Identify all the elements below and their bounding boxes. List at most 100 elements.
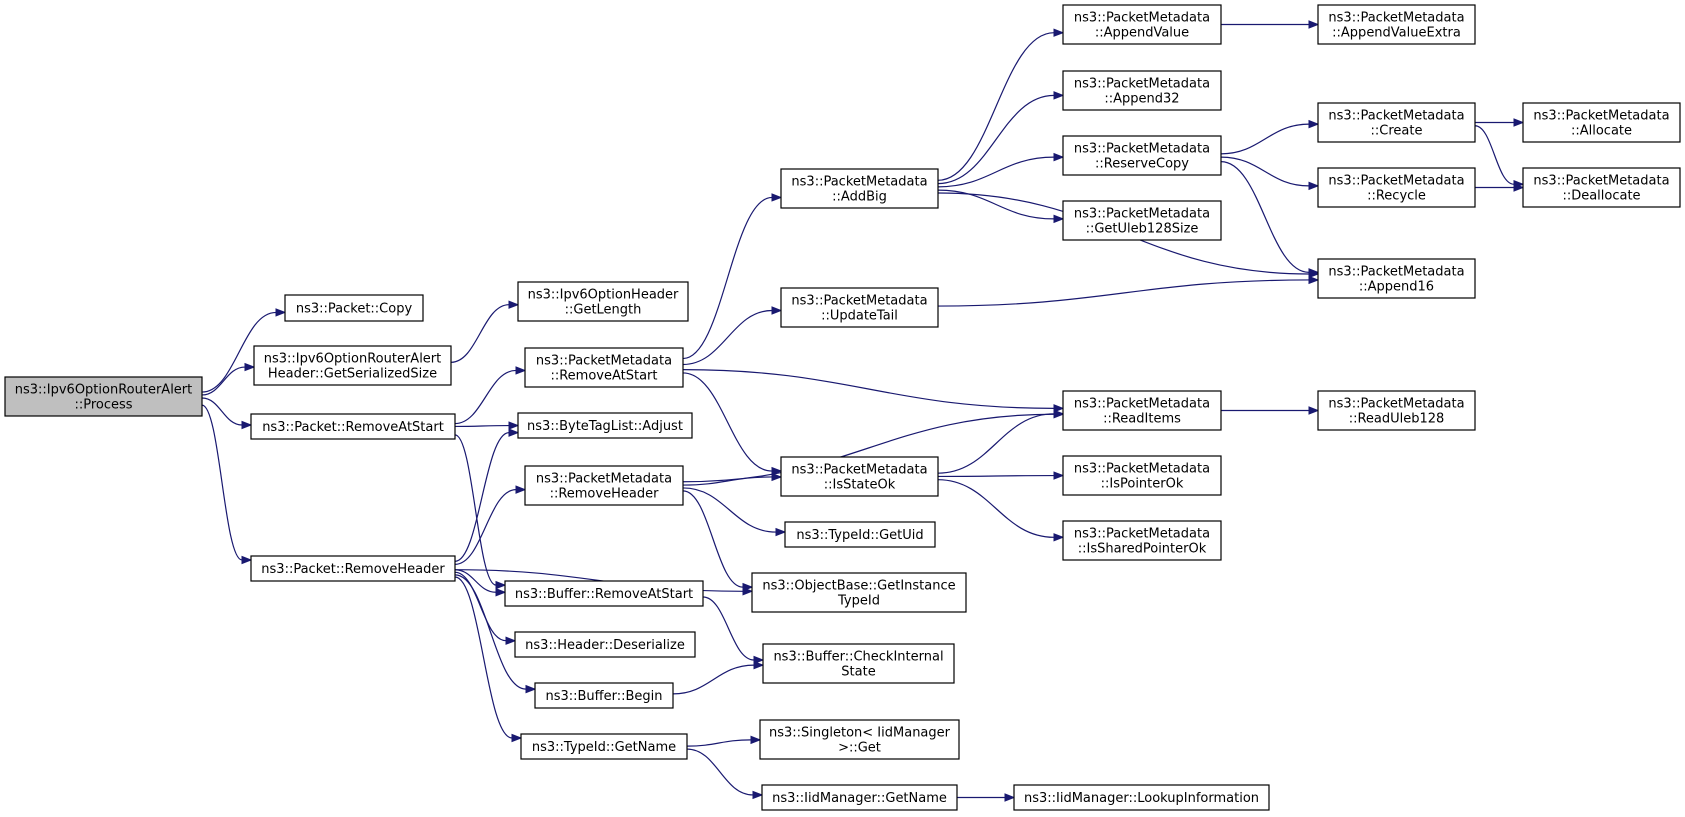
edge-line [937,189,1055,220]
node-process[interactable]: ns3::Ipv6OptionRouterAlert::Process [4,376,203,417]
node-box [1062,200,1222,241]
node-label: ::UpdateTail [821,309,898,324]
edge-arrowhead [753,660,765,670]
node-label: TypeId [837,594,880,609]
node-pm-appendvalueextra[interactable]: ns3::PacketMetadata::AppendValueExtra [1317,4,1476,45]
edge-pkt-removeheader-to-buf-removeatstart [454,569,507,597]
node-hdr-deserialize[interactable]: ns3::Header::Deserialize [514,631,696,658]
edge-arrowhead [1053,533,1065,542]
node-label: ns3::IidManager::GetName [772,791,947,806]
edge-line [682,372,773,472]
node-pm-removeatstart[interactable]: ns3::PacketMetadata::RemoveAtStart [524,347,684,388]
node-pm-deallocate[interactable]: ns3::PacketMetadata::Deallocate [1522,167,1681,208]
edge-pm-addbig-to-pm-getuleb128size [937,189,1065,224]
edge-arrowhead [752,790,764,800]
node-label: ns3::PacketMetadata [1074,77,1210,92]
node-buf-begin[interactable]: ns3::Buffer::Begin [534,682,674,709]
node-pm-getuleb128size[interactable]: ns3::PacketMetadata::GetUleb128Size [1062,200,1222,241]
node-pm-reservecopy[interactable]: ns3::PacketMetadata::ReserveCopy [1062,135,1222,176]
edge-arrowhead [1004,793,1016,802]
edge-arrowhead [511,733,523,743]
node-buf-removeatstart[interactable]: ns3::Buffer::RemoveAtStart [504,580,704,607]
node-pkt-removeheader[interactable]: ns3::Packet::RemoveHeader [250,555,456,582]
node-box [780,168,939,209]
edge-line [672,664,755,695]
edge-arrowhead [244,362,256,372]
node-pm-updatetail[interactable]: ns3::PacketMetadata::UpdateTail [780,287,939,328]
edge-arrowhead [508,428,520,437]
node-pm-appendvalue[interactable]: ns3::PacketMetadata::AppendValue [1062,4,1222,45]
node-label: ns3::Singleton< IidManager [769,726,951,741]
edge-line [702,596,755,661]
node-pkt-copy[interactable]: ns3::Packet::Copy [284,294,424,322]
node-opt-getlength[interactable]: ns3::Ipv6OptionHeader::GetLength [517,281,689,322]
edge-line [201,404,243,561]
node-singleton-get[interactable]: ns3::Singleton< IidManager>::Get [759,719,960,760]
edge-pm-removeatstart-to-pm-updatetail [682,306,783,366]
edge-pm-recycle-to-pm-deallocate [1475,183,1525,192]
node-label: ::AddBig [832,190,887,205]
edge-pm-updatetail-to-pm-append16 [937,275,1320,307]
edge-pm-addbig-to-pm-appendvalue [937,28,1065,181]
node-label: ns3::PacketMetadata [1074,397,1210,412]
node-pkt-removeatstart[interactable]: ns3::Packet::RemoveAtStart [250,413,456,440]
node-box [1317,167,1476,208]
node-label: ns3::PacketMetadata [1074,207,1210,222]
edge-pm-isstateok-to-pm-ispointerok [937,471,1065,480]
node-label: ::IsSharedPointerOk [1078,542,1207,557]
node-pm-create[interactable]: ns3::PacketMetadata::Create [1317,102,1476,143]
node-label: ns3::Ipv6OptionHeader [528,288,679,303]
node-pm-append16[interactable]: ns3::PacketMetadata::Append16 [1317,258,1476,299]
edge-line [454,574,527,690]
edge-pkt-removeatstart-to-buf-removeatstart [454,434,507,590]
node-label: ns3::PacketMetadata [1328,11,1464,26]
node-tid-getname[interactable]: ns3::TypeId::GetName [520,733,688,760]
edge-iid-getname-to-iid-lookupinformation [957,793,1016,802]
edge-tid-getname-to-iid-getname [686,748,764,800]
node-pm-recycle[interactable]: ns3::PacketMetadata::Recycle [1317,167,1476,208]
node-label: ::Append16 [1359,280,1434,295]
node-pm-issharedpointerok[interactable]: ns3::PacketMetadata::IsSharedPointerOk [1062,520,1222,561]
edge-arrowhead [1308,406,1320,415]
node-btl-adjust[interactable]: ns3::ByteTagList::Adjust [517,412,693,439]
node-label: ns3::PacketMetadata [536,472,672,487]
node-label: >::Get [838,741,881,756]
node-pm-ispointerok[interactable]: ns3::PacketMetadata::IsPointerOk [1062,455,1222,496]
edge-arrowhead [1053,471,1065,480]
edge-pkt-removeheader-to-pm-removeheader [454,485,527,565]
node-pm-isstateok[interactable]: ns3::PacketMetadata::IsStateOk [780,456,939,497]
edge-pm-isstateok-to-pm-issharedpointerok [937,479,1065,542]
edge-arrowhead [771,466,783,476]
node-pm-addbig[interactable]: ns3::PacketMetadata::AddBig [780,168,939,209]
edge-buf-removeatstart-to-buf-checkinternalstate [702,596,765,665]
edge-pm-addbig-to-pm-append32 [937,91,1065,185]
edge-arrowhead [775,527,787,537]
edge-line [937,156,1055,188]
node-label: ns3::PacketMetadata [1328,109,1464,124]
node-box [1522,167,1681,208]
node-pm-allocate[interactable]: ns3::PacketMetadata::Allocate [1522,102,1681,143]
edge-arrowhead [1308,275,1320,285]
edge-pm-reservecopy-to-pm-append16 [1220,161,1320,277]
edge-arrowhead [495,588,507,597]
node-label: ns3::PacketMetadata [791,294,927,309]
node-label: ns3::Packet::Copy [296,302,413,317]
node-iid-getname[interactable]: ns3::IidManager::GetName [761,784,958,811]
node-pm-readitems[interactable]: ns3::PacketMetadata::ReadItems [1062,390,1222,431]
node-ra-getser[interactable]: ns3::Ipv6OptionRouterAlertHeader::GetSer… [253,345,452,386]
edge-line [454,432,510,562]
edge-arrowhead [1308,268,1320,277]
node-pm-append32[interactable]: ns3::PacketMetadata::Append32 [1062,70,1222,111]
node-pm-removeheader[interactable]: ns3::PacketMetadata::RemoveHeader [524,465,684,506]
node-iid-lookupinformation[interactable]: ns3::IidManager::LookupInformation [1013,784,1270,811]
node-box [250,413,456,440]
node-pm-readuleb128[interactable]: ns3::PacketMetadata::ReadUleb128 [1317,390,1476,431]
edge-line [201,397,243,426]
edge-ra-getser-to-opt-getlength [450,300,520,363]
edge-process-to-pkt-copy [201,308,287,393]
node-tid-getuid[interactable]: ns3::TypeId::GetUid [784,521,936,548]
edge-process-to-ra-getser [201,362,256,396]
